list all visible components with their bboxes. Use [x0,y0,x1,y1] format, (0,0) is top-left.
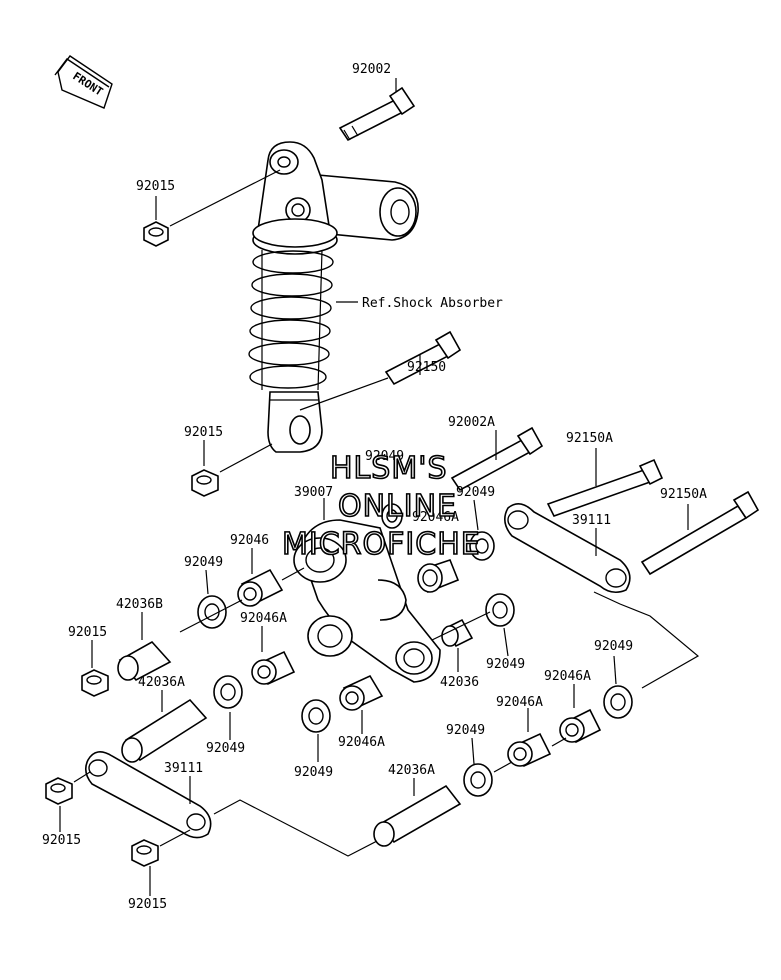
part-label: 92049 [486,657,525,672]
washer-92049-centerright-icon [485,593,515,627]
bearing-92046a-midleft-icon [251,650,296,686]
part-label: 92046A [544,669,591,684]
nut-92015-upper-icon [143,221,169,247]
part-label: 92046A [240,611,287,626]
part-label: 92150A [566,431,613,446]
washer-92049-centerbottom-icon [301,699,331,733]
collar-42036b-icon [117,640,172,682]
part-label: 92049 [365,449,404,464]
part-label: 92049 [456,485,495,500]
part-label: 92046A [412,510,459,525]
bearing-92046a-center-icon [339,674,384,711]
part-number-labels: 92002 92015 92150 92015 92002A 92150A 92… [42,62,707,912]
bearing-92046-icon [237,568,284,607]
part-label: 92046 [230,533,269,548]
nut-92015-mid-icon [191,469,219,497]
part-label: 39111 [572,513,611,528]
part-label: 39007 [294,485,333,500]
part-label: 92015 [136,179,175,194]
part-label: 39111 [164,761,203,776]
washer-92049-lowright-icon [463,763,493,797]
bolt-92150a-upper-icon [546,458,664,517]
nut-92015-left-icon [81,669,109,697]
bearing-92046a-top-icon [417,559,460,594]
bolt-92002a-icon [450,426,544,492]
part-label: 92049 [206,741,245,756]
part-label: 92002A [448,415,495,430]
ref-shock-absorber-label: Ref.Shock Absorber [362,296,503,311]
part-label: 42036A [388,763,435,778]
part-label: 92049 [446,723,485,738]
nut-92015-bottom-icon [131,839,159,867]
washer-92049-far-right-icon [603,685,633,719]
part-label: 92002 [352,62,391,77]
washer-92049-top-icon [381,503,403,529]
collar-42036-icon [441,618,474,648]
front-arrow-icon: FRONT [54,55,113,109]
tie-rod-39111-lower-illustration [84,751,212,839]
washer-92049-right-icon [469,531,495,561]
collar-42036a-upper-icon [121,698,208,763]
front-badge-label: FRONT [70,70,105,99]
washer-92049-midleft-icon [213,675,243,709]
part-label: 42036 [440,675,479,690]
part-label: 92049 [294,765,333,780]
watermark-line-1: HLSM'S [330,451,448,486]
bolt-92002-icon [338,86,416,142]
watermark-line-3: MICROFICHE [282,527,481,562]
part-label: 92046A [496,695,543,710]
bearing-92046a-right-icon [559,708,602,744]
part-label: 92015 [42,833,81,848]
tie-rod-39111-upper-illustration [504,503,631,594]
part-label: 92049 [594,639,633,654]
part-label: 42036A [138,675,185,690]
collar-42036a-lower-icon [373,784,462,847]
bearing-92046a-lowright-icon [507,732,552,768]
part-label: 92150A [660,487,707,502]
part-label: 92046A [338,735,385,750]
bolt-92150-icon [384,330,462,386]
part-label: 92015 [184,425,223,440]
watermark-line-2: ONLINE [338,489,457,524]
bolt-92150a-lower-icon [640,490,760,576]
shock-absorber-illustration [248,141,419,453]
washer-92049-left-icon [197,595,227,629]
nut-92015-lower-left-icon [45,777,73,805]
part-label: 92049 [184,555,223,570]
part-label: 92150 [407,360,446,375]
part-label: 92015 [128,897,167,912]
rocker-arm-39007-illustration [293,519,441,683]
watermark: HLSM'S ONLINE MICROFICHE [281,450,481,563]
part-label: 42036B [116,597,163,612]
part-label: 92015 [68,625,107,640]
